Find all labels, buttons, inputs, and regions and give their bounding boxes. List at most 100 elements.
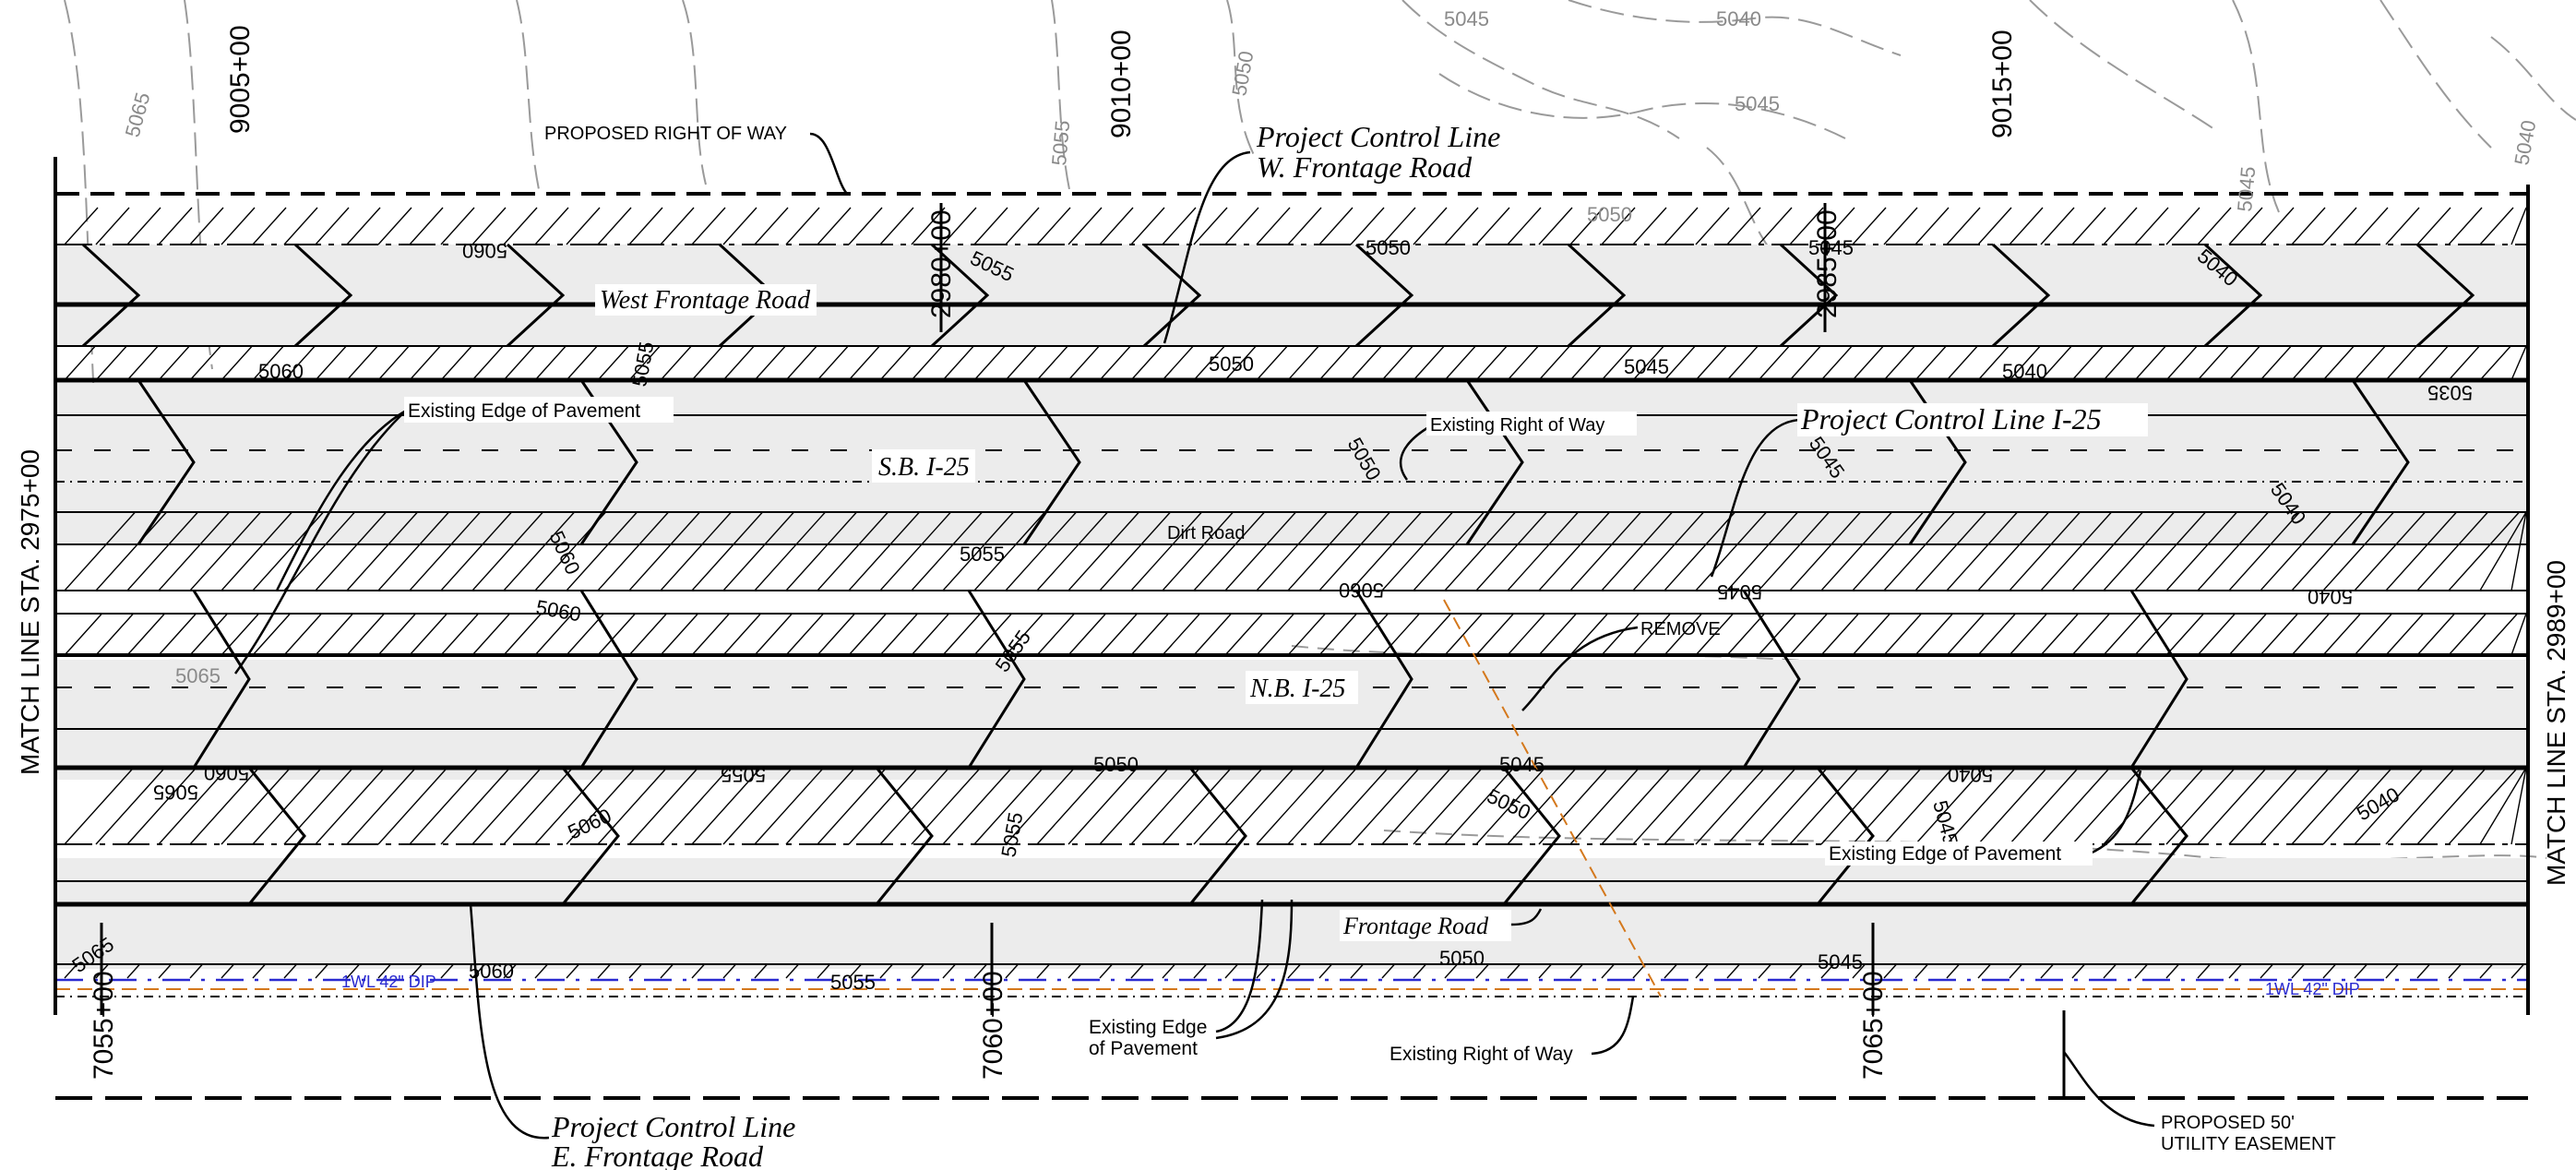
hatch-line bbox=[1601, 207, 1636, 245]
hatch-line bbox=[1318, 511, 1391, 591]
hatch-line bbox=[1005, 207, 1040, 245]
hatch-line bbox=[1036, 511, 1109, 591]
hatch-line bbox=[879, 613, 919, 656]
remove-callout: REMOVE bbox=[1640, 619, 1721, 639]
hatch-line bbox=[848, 767, 919, 845]
hatch-line bbox=[942, 511, 1015, 591]
hatch-line bbox=[817, 767, 888, 845]
hatch-line bbox=[785, 613, 825, 656]
hatch-line bbox=[660, 613, 699, 656]
hatch-line bbox=[1224, 963, 1239, 979]
hatch-line bbox=[1601, 963, 1616, 979]
contour-label: 5050 bbox=[1439, 947, 1485, 970]
contour-label: 5055 bbox=[1047, 119, 1074, 166]
hatch-line bbox=[1381, 613, 1421, 656]
contour-label: 5060 bbox=[1339, 579, 1384, 602]
fiber-crossing bbox=[1443, 599, 1662, 997]
hatch-line bbox=[1130, 963, 1145, 979]
hatch-line bbox=[566, 207, 601, 245]
station-label: 2980+00 bbox=[926, 209, 957, 318]
hatch-line bbox=[1381, 963, 1396, 979]
hatch-line bbox=[2416, 207, 2451, 245]
hatch-line bbox=[1726, 207, 1761, 245]
hatch-line bbox=[1789, 511, 1862, 591]
dirt-road-name: Dirt Road bbox=[1167, 523, 1245, 543]
hatch-line bbox=[1130, 613, 1170, 656]
match-lines bbox=[54, 157, 2530, 1015]
hatch-line bbox=[1695, 511, 1768, 591]
contour-label: 5060 bbox=[565, 804, 615, 843]
hatch-line bbox=[848, 963, 863, 979]
hatch-line bbox=[942, 963, 957, 979]
hatch-line bbox=[315, 963, 329, 979]
hatch-line bbox=[440, 511, 513, 591]
hatch-line bbox=[2448, 345, 2480, 381]
hatch-line bbox=[973, 963, 988, 979]
hatch-line bbox=[2009, 613, 2048, 656]
hatch-line bbox=[2479, 345, 2511, 381]
hatch-line bbox=[1350, 613, 1389, 656]
hatch-line bbox=[2040, 345, 2072, 381]
hatch-line bbox=[1256, 511, 1329, 591]
hatch-line bbox=[2197, 613, 2236, 656]
slope-chevron bbox=[293, 243, 353, 348]
hatch-line bbox=[1099, 613, 1139, 656]
hatch-line bbox=[2071, 613, 2111, 656]
hatch-line bbox=[1758, 963, 1772, 979]
hatch-line bbox=[1946, 767, 2017, 845]
hatch-line bbox=[2291, 345, 2323, 381]
hatch-line bbox=[1256, 963, 1270, 979]
hatch-line bbox=[2354, 511, 2427, 591]
hatch-line bbox=[503, 345, 535, 381]
hatch-line bbox=[691, 511, 764, 591]
hatch-line bbox=[1475, 963, 1490, 979]
leader-pcl-w-frontage bbox=[1163, 150, 1251, 344]
hatch-line bbox=[597, 767, 668, 845]
hatch-line bbox=[660, 345, 692, 381]
hatch-line bbox=[942, 207, 977, 245]
hatch-line bbox=[1193, 207, 1228, 245]
hatch-line bbox=[2040, 207, 2075, 245]
hatch-line bbox=[1067, 963, 1082, 979]
contour-label: 5055 bbox=[830, 971, 876, 994]
hatch-line bbox=[1224, 207, 1259, 245]
match-line-left-label: MATCH LINE STA. 2975+00 bbox=[16, 449, 44, 775]
hatch-line bbox=[1914, 963, 1929, 979]
leader-existing-edge-bottom bbox=[1215, 899, 1264, 1033]
hatch-line bbox=[2354, 345, 2386, 381]
hatch-line bbox=[2228, 207, 2263, 245]
pcl-w-frontage-label-2: W. Frontage Road bbox=[1257, 150, 1473, 184]
hatch-line bbox=[2197, 345, 2229, 381]
hatch-line bbox=[2134, 963, 2149, 979]
hatch-line bbox=[1350, 511, 1423, 591]
hatch-line bbox=[1413, 963, 1427, 979]
hatch-line bbox=[911, 207, 946, 245]
hatch-line bbox=[346, 963, 361, 979]
hatch-line bbox=[440, 613, 480, 656]
hatch-line bbox=[1067, 345, 1100, 381]
hatch-line bbox=[1538, 767, 1609, 845]
hatch-line bbox=[158, 963, 173, 979]
hatch-line bbox=[1820, 963, 1835, 979]
contour-label: 5060 bbox=[469, 960, 514, 983]
hatch-line bbox=[1946, 511, 2019, 591]
hatch-line bbox=[1664, 767, 1735, 845]
hatch-line bbox=[1130, 207, 1165, 245]
contour-label: 5060 bbox=[534, 595, 583, 626]
hatch-line bbox=[1820, 345, 1853, 381]
hatch-line bbox=[315, 511, 388, 591]
hatch-line bbox=[409, 963, 423, 979]
hatch-line bbox=[2197, 207, 2232, 245]
contour-label: 5040 bbox=[2510, 118, 2540, 167]
hatch-line bbox=[1632, 207, 1667, 245]
pcl-e-frontage-label-2: E. Frontage Road bbox=[551, 1140, 764, 1170]
hatch-line bbox=[471, 613, 511, 656]
hatch-line bbox=[503, 613, 543, 656]
hatch-line bbox=[158, 345, 190, 381]
hatch-line bbox=[1475, 207, 1510, 245]
water-line-label-right: 1WL 42" DIP bbox=[2265, 980, 2360, 998]
hatch-line bbox=[1977, 767, 2048, 845]
hatch-line bbox=[911, 511, 984, 591]
hatch-line bbox=[2416, 963, 2431, 979]
hatch-line bbox=[2385, 511, 2458, 591]
